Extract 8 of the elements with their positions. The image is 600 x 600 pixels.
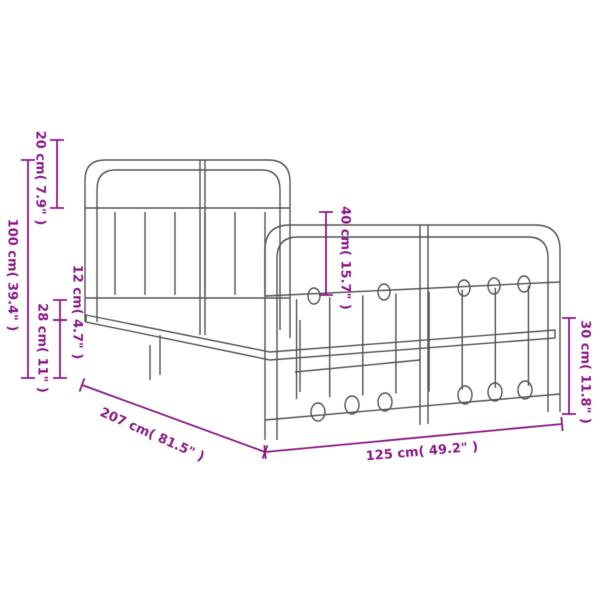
- dimension-label: 40 cm( 15.7" ): [338, 206, 352, 310]
- dimension-label: 125 cm( 49.2" ): [365, 440, 479, 464]
- dimension-label: 30 cm( 11.8" ): [578, 320, 592, 424]
- dimension-label: 100 cm( 39.4" ): [6, 218, 18, 332]
- dimension-label: 12 cm( 4.7" ): [70, 264, 84, 360]
- dimension-label: 28 cm( 11" ): [36, 303, 48, 393]
- dimension-label: 207 cm( 81.5" ): [98, 406, 206, 464]
- dimension-label: 20 cm( 7.9" ): [34, 130, 46, 226]
